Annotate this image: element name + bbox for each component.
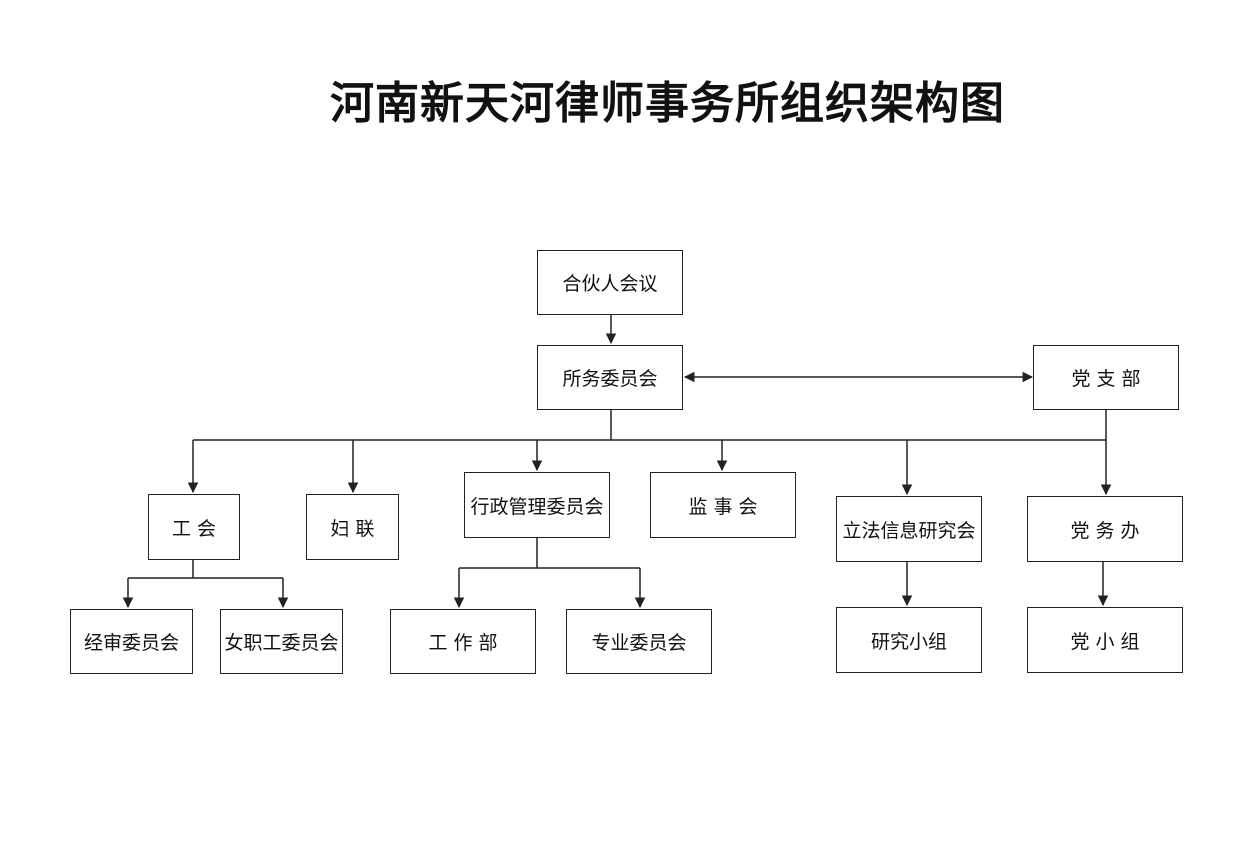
node-work-department: 工 作 部 [390,609,536,674]
node-party-affairs-office: 党 务 办 [1027,496,1183,562]
node-supervisory-board: 监 事 会 [650,472,796,538]
node-admin-committee: 行政管理委员会 [464,472,610,538]
node-firm-committee: 所务委员会 [537,345,683,410]
node-trade-union: 工 会 [148,494,240,560]
node-legislative-research: 立法信息研究会 [836,496,982,562]
node-audit-committee: 经审委员会 [70,609,193,674]
node-partners-meeting: 合伙人会议 [537,250,683,315]
node-professional-committee: 专业委员会 [566,609,712,674]
node-female-workers-committee: 女职工委员会 [220,609,343,674]
node-party-branch: 党 支 部 [1033,345,1179,410]
node-research-group: 研究小组 [836,607,982,673]
node-party-group: 党 小 组 [1027,607,1183,673]
node-womens-federation: 妇 联 [306,494,399,560]
chart-title: 河南新天河律师事务所组织架构图 [330,78,1005,129]
